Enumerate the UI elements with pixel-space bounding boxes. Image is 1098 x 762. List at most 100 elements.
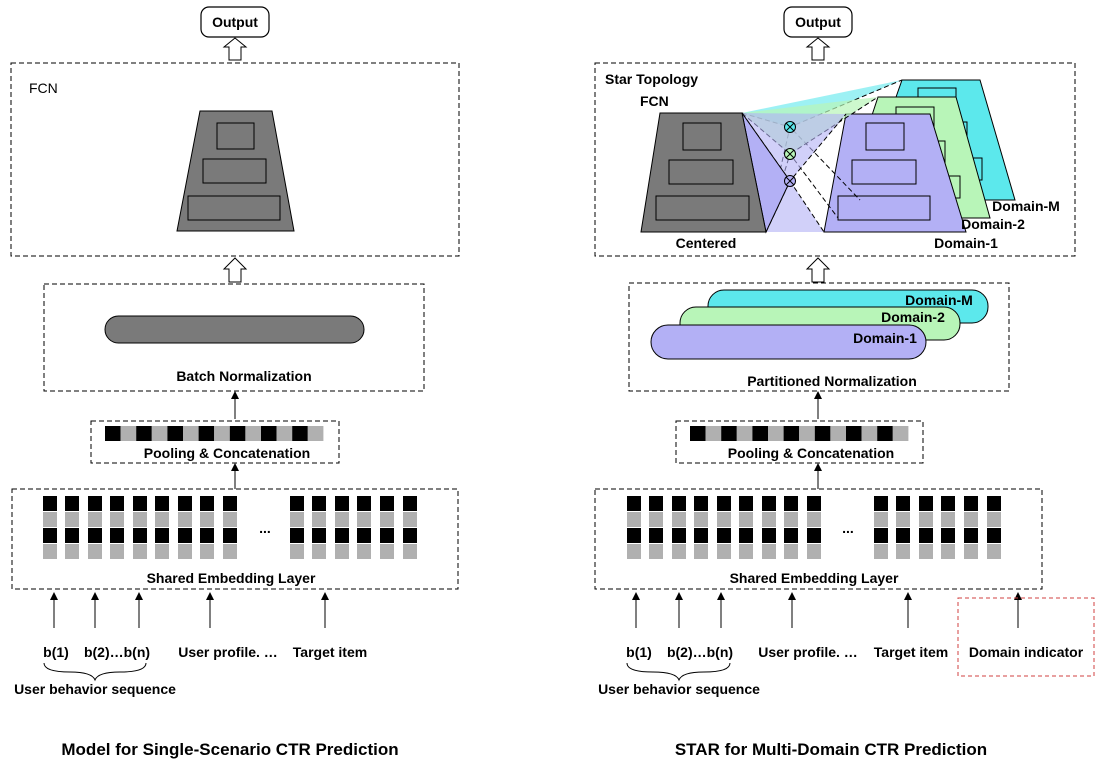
left-pooling-vector: [105, 426, 324, 441]
embedding-cell: [672, 544, 686, 559]
embedding-cell: [335, 528, 349, 543]
pooling-cell: [136, 426, 152, 441]
embedding-cell: [987, 512, 1001, 527]
left-output-box: [200, 6, 270, 38]
embedding-cell: [987, 544, 1001, 559]
right-input-b1: b(1): [626, 644, 652, 660]
pooling-cell: [752, 426, 768, 441]
embedding-cell: [739, 496, 753, 511]
embedding-cell: [403, 512, 417, 527]
embedding-cell: [155, 496, 169, 511]
right-embedding-label: Shared Embedding Layer: [730, 570, 899, 586]
pooling-cell: [151, 426, 168, 441]
right-norm-box: [628, 282, 1010, 392]
embedding-cell: [987, 528, 1001, 543]
embedding-cell: [223, 496, 237, 511]
embedding-cell: [717, 496, 731, 511]
multiply-node-2: [784, 148, 796, 160]
left-output-label: Output: [212, 14, 258, 30]
embedding-cell: [178, 528, 192, 543]
embedding-cell: [380, 528, 394, 543]
right-input-user-profile: User profile. …: [758, 644, 858, 660]
right-norm-label: Partitioned Normalization: [747, 373, 917, 389]
embedding-cell: [65, 512, 79, 527]
embedding-cell: [223, 544, 237, 559]
norm-domain-1-label: Domain-1: [853, 330, 917, 346]
embedding-cell: [762, 528, 776, 543]
embedding-cell: [110, 528, 124, 543]
embedding-cell: [717, 528, 731, 543]
right-output-box: [783, 6, 853, 38]
left-fcn-layer-2: [202, 158, 267, 184]
embedding-cell: [627, 496, 641, 511]
embedding-cell: [178, 544, 192, 559]
embedding-cell: [223, 528, 237, 543]
right-input-target-item: Target item: [874, 644, 948, 660]
pooling-cell: [783, 426, 800, 441]
embedding-cell: [964, 544, 978, 559]
embedding-cell: [155, 512, 169, 527]
embedding-cell: [290, 528, 304, 543]
multiply-node-1: [784, 175, 796, 187]
pooling-cell: [799, 426, 815, 441]
embedding-cell: [200, 544, 214, 559]
embedding-cell: [784, 496, 798, 511]
left-pooling-box: [90, 420, 340, 464]
embedding-cell: [200, 512, 214, 527]
embedding-cell: [717, 544, 731, 559]
embedding-cell: [110, 544, 124, 559]
right-embedding-box: [594, 488, 1043, 590]
pooling-cell: [705, 426, 722, 441]
left-fcn-label: FCN: [29, 80, 58, 96]
right-pooling-vector: [690, 426, 909, 441]
embedding-cell: [964, 528, 978, 543]
embedding-cell: [784, 544, 798, 559]
embedding-cell: [874, 496, 888, 511]
embedding-cell: [88, 528, 102, 543]
embedding-cell: [694, 512, 708, 527]
embedding-cell: [43, 544, 57, 559]
right-caption: STAR for Multi-Domain CTR Prediction: [675, 740, 987, 759]
domain-indicator-box: [957, 597, 1095, 677]
embedding-cell: [784, 528, 798, 543]
embedding-cell: [919, 512, 933, 527]
embedding-cell: [964, 496, 978, 511]
embedding-cell: [807, 512, 821, 527]
left-behavior-brace: [43, 662, 147, 682]
embedding-cell: [739, 512, 753, 527]
pooling-cell: [690, 426, 706, 441]
pooling-cell: [198, 426, 215, 441]
left-embedding-ellipsis: ...: [259, 520, 271, 536]
right-behavior-brace: [626, 662, 731, 682]
embedding-cell: [357, 512, 371, 527]
left-embedding-columns: [43, 496, 417, 559]
right-output-label: Output: [795, 14, 841, 30]
embedding-cell: [335, 512, 349, 527]
embedding-cell: [896, 544, 910, 559]
right-hollow-arrow-top: [805, 37, 831, 61]
pooling-cell: [877, 426, 893, 441]
left-input-b1: b(1): [43, 644, 69, 660]
embedding-cell: [133, 496, 147, 511]
right-embedding-columns: [627, 496, 1001, 559]
embedding-cell: [717, 512, 731, 527]
embedding-cell: [919, 496, 933, 511]
pooling-cell: [307, 426, 324, 441]
embedding-cell: [133, 544, 147, 559]
right-pooling-label: Pooling & Concatenation: [728, 445, 894, 461]
embedding-cell: [694, 528, 708, 543]
domain-indicator-label: Domain indicator: [969, 644, 1084, 660]
embedding-cell: [380, 496, 394, 511]
embedding-cell: [380, 512, 394, 527]
pooling-cell: [261, 426, 277, 441]
embedding-cell: [896, 528, 910, 543]
embedding-cell: [784, 512, 798, 527]
embedding-cell: [312, 496, 326, 511]
embedding-cell: [941, 496, 955, 511]
embedding-cell: [987, 496, 1001, 511]
right-behavior-label: User behavior sequence: [598, 681, 760, 697]
left-embedding-box: [11, 488, 459, 590]
embedding-cell: [672, 512, 686, 527]
left-norm-pill: [104, 315, 365, 344]
